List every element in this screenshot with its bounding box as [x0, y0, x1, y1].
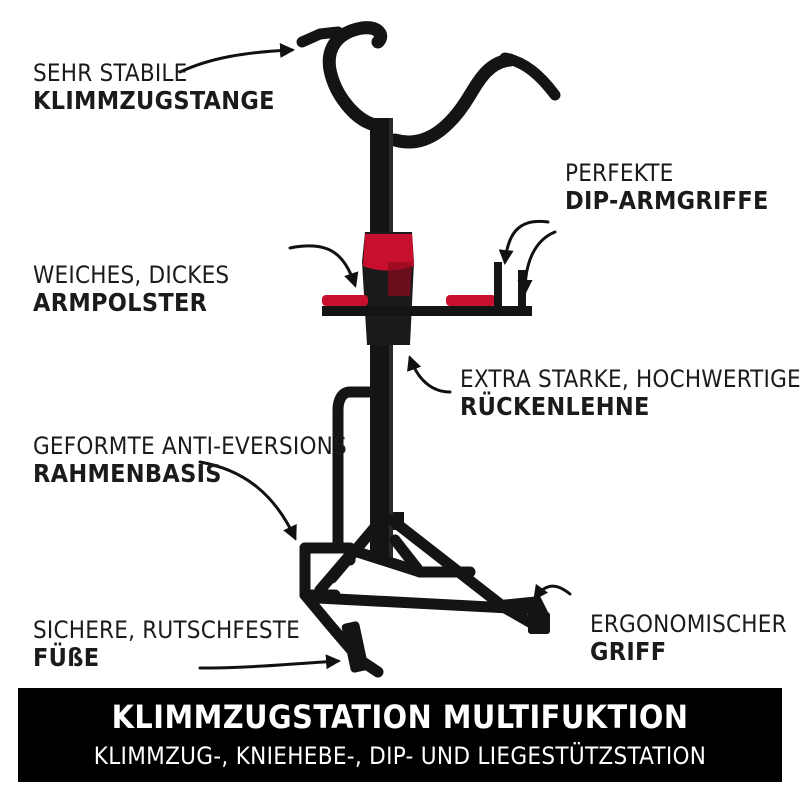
callout-frame-base-line2: RAHMENBASIS — [33, 458, 222, 488]
banner-title: KLIMMZUGSTATION MULTIFUKTION — [111, 698, 689, 736]
callout-grip-line2: GRIFF — [590, 636, 667, 666]
dip-station — [322, 262, 532, 316]
arrow-dip-1 — [498, 219, 550, 265]
callout-arm-pads-line2: ARMPOLSTER — [33, 287, 208, 317]
callout-feet-line1: SICHERE, RUTSCHFESTE — [33, 616, 301, 644]
callout-grip-line1: ERGONOMISCHER — [590, 610, 787, 638]
callout-arm-pads-line1: WEICHES, DICKES — [33, 261, 230, 289]
callout-backrest: EXTRA STARKE, HOCHWERTIGE RÜCKENLEHNE — [460, 366, 800, 421]
arrow-grip — [533, 583, 572, 601]
callout-arm-pads: WEICHES, DICKES ARMPOLSTER — [33, 262, 229, 317]
callout-grip: ERGONOMISCHER GRIFF — [590, 611, 787, 666]
callout-arrows — [178, 43, 572, 670]
arrow-pullup — [178, 43, 295, 74]
callout-feet-line2: FÜßE — [33, 642, 100, 672]
title-banner: KLIMMZUGSTATION MULTIFUKTION KLIMMZUG-, … — [18, 688, 782, 782]
backrest — [362, 232, 414, 345]
banner-subtitle: KLIMMZUG-, KNIEHEBE-, DIP- UND LIEGESTÜT… — [93, 742, 707, 770]
callout-pullup-bar-line2: KLIMMZUGSTANGE — [33, 85, 275, 115]
callout-pullup-bar-line1: SEHR STABILE — [33, 59, 188, 87]
pullup-handles — [296, 21, 561, 149]
callout-frame-base-line1: GEFORMTE ANTI-EVERSIONS — [33, 432, 347, 460]
arrow-dip-2 — [517, 230, 557, 295]
callout-dip-grips-line1: PERFEKTE — [565, 159, 674, 187]
callout-feet: SICHERE, RUTSCHFESTE FÜßE — [33, 617, 300, 672]
arrow-armpad — [288, 244, 359, 288]
callout-pullup-bar: SEHR STABILE KLIMMZUGSTANGE — [33, 60, 275, 115]
callout-backrest-line1: EXTRA STARKE, HOCHWERTIGE — [460, 365, 800, 393]
feet — [341, 596, 550, 673]
arrow-feet — [198, 654, 341, 670]
arrow-backrest — [407, 355, 452, 394]
frame-base — [299, 386, 546, 678]
callout-dip-grips: PERFEKTE DIP-ARMGRIFFE — [565, 160, 769, 215]
callout-backrest-line2: RÜCKENLEHNE — [460, 391, 650, 421]
callout-dip-grips-line2: DIP-ARMGRIFFE — [565, 185, 769, 215]
arrow-frame — [198, 460, 297, 541]
callout-frame-base: GEFORMTE ANTI-EVERSIONS RAHMENBASIS — [33, 433, 347, 488]
